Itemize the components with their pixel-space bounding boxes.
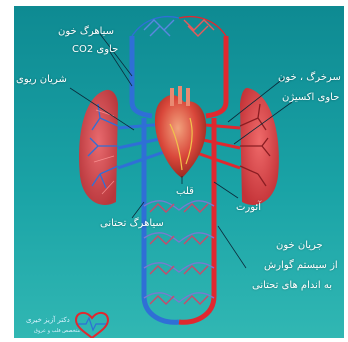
label-upper-vena-cava: سیاهرگ خون — [58, 26, 114, 38]
label-pulmonary-vein-line1: سرخرگ ، خون — [278, 72, 341, 84]
logo-title: دکتر آزیز خیری — [26, 316, 70, 324]
label-pulmonary-vein-line2: حاوی اکسیژن — [282, 92, 339, 104]
upper-capillary-bed — [132, 17, 226, 36]
lower-capillary-beds — [144, 201, 214, 304]
label-co2: حاوی CO2 — [72, 44, 118, 56]
label-pulmonary-artery: شریان ریوی — [16, 74, 67, 86]
label-flow-line1: جریان خون — [276, 240, 323, 252]
logo: دکتر آزیز خیری متخصص قلب و عروق — [24, 308, 116, 338]
label-aorta: آئورت — [236, 202, 261, 214]
label-flow-line2: از سیستم گوارش — [264, 260, 338, 272]
label-lower-vena-cava: سیاهرگ تحتانی — [100, 218, 164, 230]
vena-cava — [132, 36, 179, 322]
aorta-vessel — [179, 36, 226, 322]
label-heart: قلب — [176, 186, 194, 198]
label-flow-line3: به اندام های تحتانی — [252, 280, 332, 292]
circulation-diagram-panel: سیاهرگ خون حاوی CO2 شریان ریوی سرخرگ ، خ… — [14, 6, 344, 338]
logo-subtitle: متخصص قلب و عروق — [34, 328, 80, 334]
heart-illustration — [155, 86, 206, 178]
